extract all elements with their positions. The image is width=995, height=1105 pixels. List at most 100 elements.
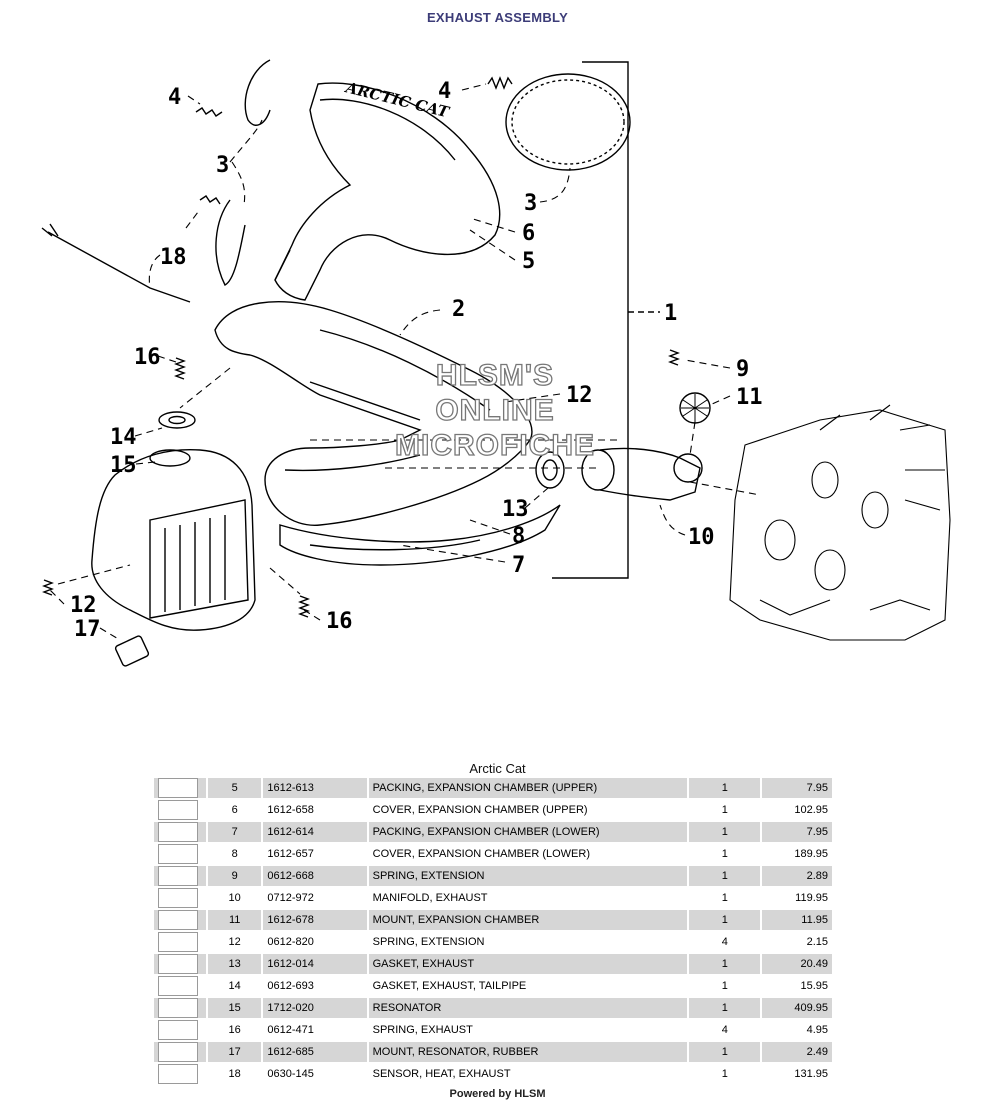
callout-9: 9 — [736, 357, 749, 382]
quantity-input-cell — [154, 800, 208, 820]
description-cell: SPRING, EXHAUST — [368, 1020, 690, 1040]
engine-block-art — [729, 404, 951, 641]
description-cell: COVER, EXPANSION CHAMBER (LOWER) — [368, 844, 690, 864]
price-cell: 2.49 — [762, 1042, 834, 1062]
ref-number-cell: 7 — [207, 822, 264, 842]
description-cell: MANIFOLD, EXHAUST — [368, 888, 690, 908]
part-number-cell: 1612-685 — [263, 1042, 369, 1062]
quantity-input-cell — [154, 844, 208, 864]
order-quantity-input[interactable] — [158, 1020, 198, 1040]
callout-1: 1 — [664, 301, 677, 326]
price-cell: 189.95 — [762, 844, 834, 864]
svg-text:MICROFICHE: MICROFICHE — [395, 429, 595, 462]
order-quantity-input[interactable] — [158, 844, 198, 864]
tailpipe-gasket-part — [158, 411, 196, 429]
description-cell: SPRING, EXTENSION — [368, 866, 690, 886]
callout-12: 12 — [566, 383, 593, 408]
ref-number-cell: 18 — [207, 1064, 264, 1084]
callout-13: 13 — [502, 497, 529, 522]
quantity-input-cell — [154, 932, 208, 952]
order-quantity-input[interactable] — [158, 1064, 198, 1084]
exploded-parts-diagram: ARCTIC CAT — [0, 40, 995, 740]
ref-number-cell: 16 — [207, 1020, 264, 1040]
quantity-cell: 1 — [689, 954, 763, 974]
order-quantity-input[interactable] — [158, 1042, 198, 1062]
upper-cover-part — [274, 82, 501, 301]
ref-number-cell: 5 — [207, 778, 264, 798]
resonator-part — [91, 448, 256, 631]
description-cell: SPRING, EXTENSION — [368, 932, 690, 952]
exhaust-manifold-part — [581, 447, 703, 501]
quantity-cell: 4 — [689, 1020, 763, 1040]
callout-3: 3 — [524, 191, 537, 216]
svg-text:HLSM'S: HLSM'S — [436, 359, 554, 392]
ref-number-cell: 12 — [207, 932, 264, 952]
quantity-input-cell — [154, 778, 208, 798]
part-number-cell: 1612-014 — [263, 954, 369, 974]
part-number-cell: 0612-693 — [263, 976, 369, 996]
order-quantity-input[interactable] — [158, 998, 198, 1018]
clamp-band-part — [215, 199, 246, 286]
order-quantity-input[interactable] — [158, 800, 198, 820]
price-cell: 131.95 — [762, 1064, 834, 1084]
part-number-cell: 1712-020 — [263, 998, 369, 1018]
ref-number-cell: 11 — [207, 910, 264, 930]
quantity-cell: 4 — [689, 932, 763, 952]
order-quantity-input[interactable] — [158, 954, 198, 974]
ref-number-cell: 9 — [207, 866, 264, 886]
ref-number-cell: 14 — [207, 976, 264, 996]
callout-4: 4 — [168, 85, 181, 110]
callout-8: 8 — [512, 524, 525, 549]
price-cell: 15.95 — [762, 976, 834, 996]
price-cell: 7.95 — [762, 822, 834, 842]
callout-3: 3 — [216, 153, 229, 178]
ref-number-cell: 10 — [207, 888, 264, 908]
description-cell: COVER, EXPANSION CHAMBER (UPPER) — [368, 800, 690, 820]
order-quantity-input[interactable] — [158, 976, 198, 996]
expansion-chamber-part — [214, 301, 533, 526]
part-number-cell: 1612-614 — [263, 822, 369, 842]
order-quantity-input[interactable] — [158, 888, 198, 908]
callout-5: 5 — [522, 249, 535, 274]
exhaust-gasket-part — [535, 451, 565, 489]
price-cell: 4.95 — [762, 1020, 834, 1040]
order-quantity-input[interactable] — [158, 866, 198, 886]
order-quantity-input[interactable] — [158, 932, 198, 952]
callout-7: 7 — [512, 553, 525, 578]
callout-12: 12 — [70, 593, 97, 618]
price-cell: 7.95 — [762, 778, 834, 798]
part-number-cell: 0612-820 — [263, 932, 369, 952]
price-cell: 11.95 — [762, 910, 834, 930]
ref-number-cell: 6 — [207, 800, 264, 820]
ref-number-cell: 17 — [207, 1042, 264, 1062]
order-quantity-input[interactable] — [158, 910, 198, 930]
quantity-cell: 1 — [689, 976, 763, 996]
page-title: EXHAUST ASSEMBLY — [426, 10, 569, 25]
callout-6: 6 — [522, 221, 535, 246]
part-number-cell: 0612-471 — [263, 1020, 369, 1040]
callout-labels: 1 2 3 3 4 4 5 6 7 8 9 10 11 12 12 13 14 … — [70, 79, 763, 642]
order-quantity-input[interactable] — [158, 778, 198, 798]
quantity-input-cell — [154, 954, 208, 974]
quantity-input-cell — [154, 1064, 208, 1084]
spring-part — [174, 357, 186, 380]
quantity-cell: 1 — [689, 910, 763, 930]
callout-15: 15 — [110, 453, 137, 478]
quantity-cell: 1 — [689, 844, 763, 864]
quantity-cell: 1 — [689, 822, 763, 842]
callout-16: 16 — [134, 345, 161, 370]
spring-part — [298, 595, 310, 618]
quantity-input-cell — [154, 998, 208, 1018]
order-quantity-input[interactable] — [158, 822, 198, 842]
quantity-input-cell — [154, 866, 208, 886]
callout-4: 4 — [438, 79, 451, 104]
part-number-cell: 0630-145 — [263, 1064, 369, 1084]
quantity-cell: 1 — [689, 1064, 763, 1084]
